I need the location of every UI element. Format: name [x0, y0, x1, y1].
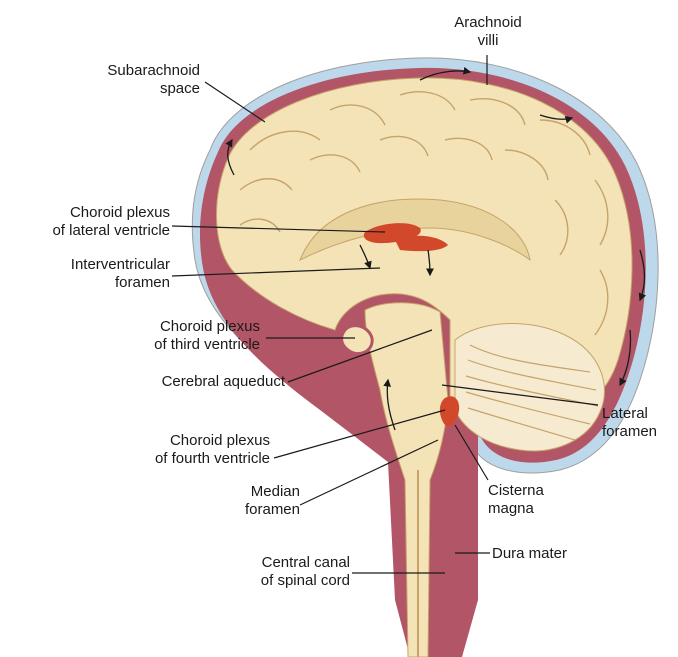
label-central-canal: Central canal of spinal cord — [220, 554, 350, 590]
label-choroid-plexus-lateral-line1: Choroid plexus — [20, 204, 170, 222]
label-cisterna-magna-line2: magna — [488, 500, 568, 518]
label-choroid-plexus-lateral-line2: of lateral ventricle — [20, 222, 170, 240]
label-arachnoid-villi-line2: villi — [448, 32, 528, 50]
label-median-foramen: Median foramen — [220, 483, 300, 519]
label-central-canal-line2: of spinal cord — [220, 572, 350, 590]
label-cisterna-magna-line1: Cisterna — [488, 482, 568, 500]
label-arachnoid-villi-line1: Arachnoid — [448, 14, 528, 32]
label-dura-mater: Dura mater — [492, 545, 602, 563]
label-lateral-foramen-line2: foramen — [602, 423, 676, 441]
label-lateral-foramen-line1: Lateral — [602, 405, 676, 423]
label-interventricular-foramen-line1: Interventricular — [10, 256, 170, 274]
label-choroid-plexus-third: Choroid plexus of third ventricle — [100, 318, 260, 354]
label-subarachnoid-space: Subarachnoid space — [70, 62, 200, 98]
label-median-foramen-line1: Median — [220, 483, 300, 501]
label-cisterna-magna: Cisterna magna — [488, 482, 568, 518]
pituitary-region — [342, 326, 373, 354]
label-interventricular-foramen: Interventricular foramen — [10, 256, 170, 292]
label-dura-mater-line1: Dura mater — [492, 545, 602, 563]
label-subarachnoid-space-line2: space — [70, 80, 200, 98]
label-choroid-plexus-fourth-line2: of fourth ventricle — [110, 450, 270, 468]
label-arachnoid-villi: Arachnoid villi — [448, 14, 528, 50]
label-choroid-plexus-lateral: Choroid plexus of lateral ventricle — [20, 204, 170, 240]
label-cerebral-aqueduct-line1: Cerebral aqueduct — [100, 373, 285, 391]
label-central-canal-line1: Central canal — [220, 554, 350, 572]
label-choroid-plexus-third-line2: of third ventricle — [100, 336, 260, 354]
label-subarachnoid-space-line1: Subarachnoid — [70, 62, 200, 80]
label-cerebral-aqueduct: Cerebral aqueduct — [100, 373, 285, 391]
label-choroid-plexus-third-line1: Choroid plexus — [100, 318, 260, 336]
label-interventricular-foramen-line2: foramen — [10, 274, 170, 292]
label-choroid-plexus-fourth-line1: Choroid plexus — [110, 432, 270, 450]
label-median-foramen-line2: foramen — [220, 501, 300, 519]
label-lateral-foramen: Lateral foramen — [602, 405, 676, 441]
label-choroid-plexus-fourth: Choroid plexus of fourth ventricle — [110, 432, 270, 468]
